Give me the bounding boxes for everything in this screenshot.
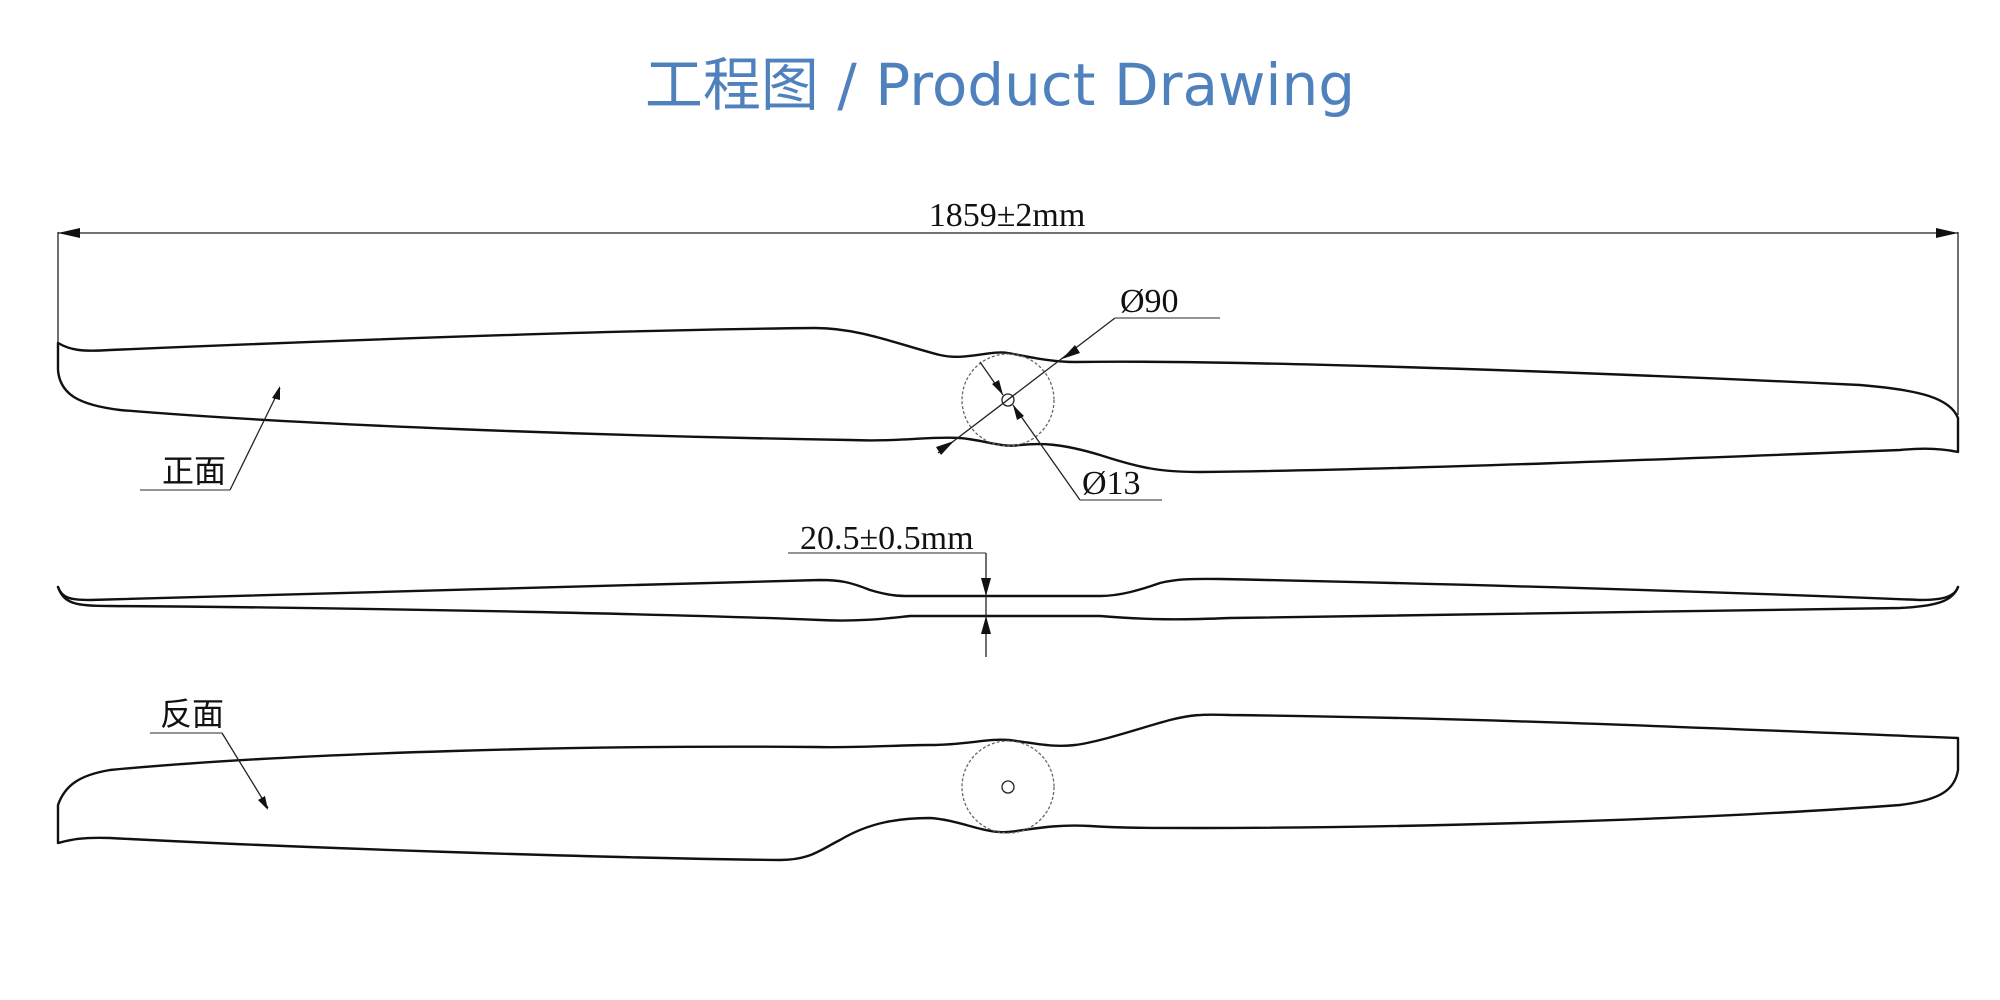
- hub-circle: [961, 353, 1055, 447]
- overall-length-dimension: 1859±2mm: [57, 197, 1959, 415]
- arrow-right-icon: [1936, 228, 1958, 238]
- overall-length-label: 1859±2mm: [929, 197, 1086, 234]
- back-face-label: 反面: [160, 695, 224, 733]
- back-bore-circle: [1001, 780, 1015, 794]
- front-view: Ø90 Ø13 正面: [56, 283, 1960, 502]
- hub-diameter-label: Ø90: [1120, 283, 1179, 320]
- front-face-label: 正面: [162, 452, 226, 490]
- page-title: 工程图 / Product Drawing: [644, 51, 1356, 119]
- back-hub-circle: [961, 740, 1055, 834]
- arrow-left-icon: [58, 228, 80, 238]
- bore-circle: [1001, 393, 1015, 407]
- side-view: 20.5±0.5mm: [56, 520, 1960, 657]
- bore-diameter-label: Ø13: [1082, 465, 1141, 502]
- back-view: 反面: [56, 695, 1960, 862]
- hub-thickness-label: 20.5±0.5mm: [800, 520, 974, 557]
